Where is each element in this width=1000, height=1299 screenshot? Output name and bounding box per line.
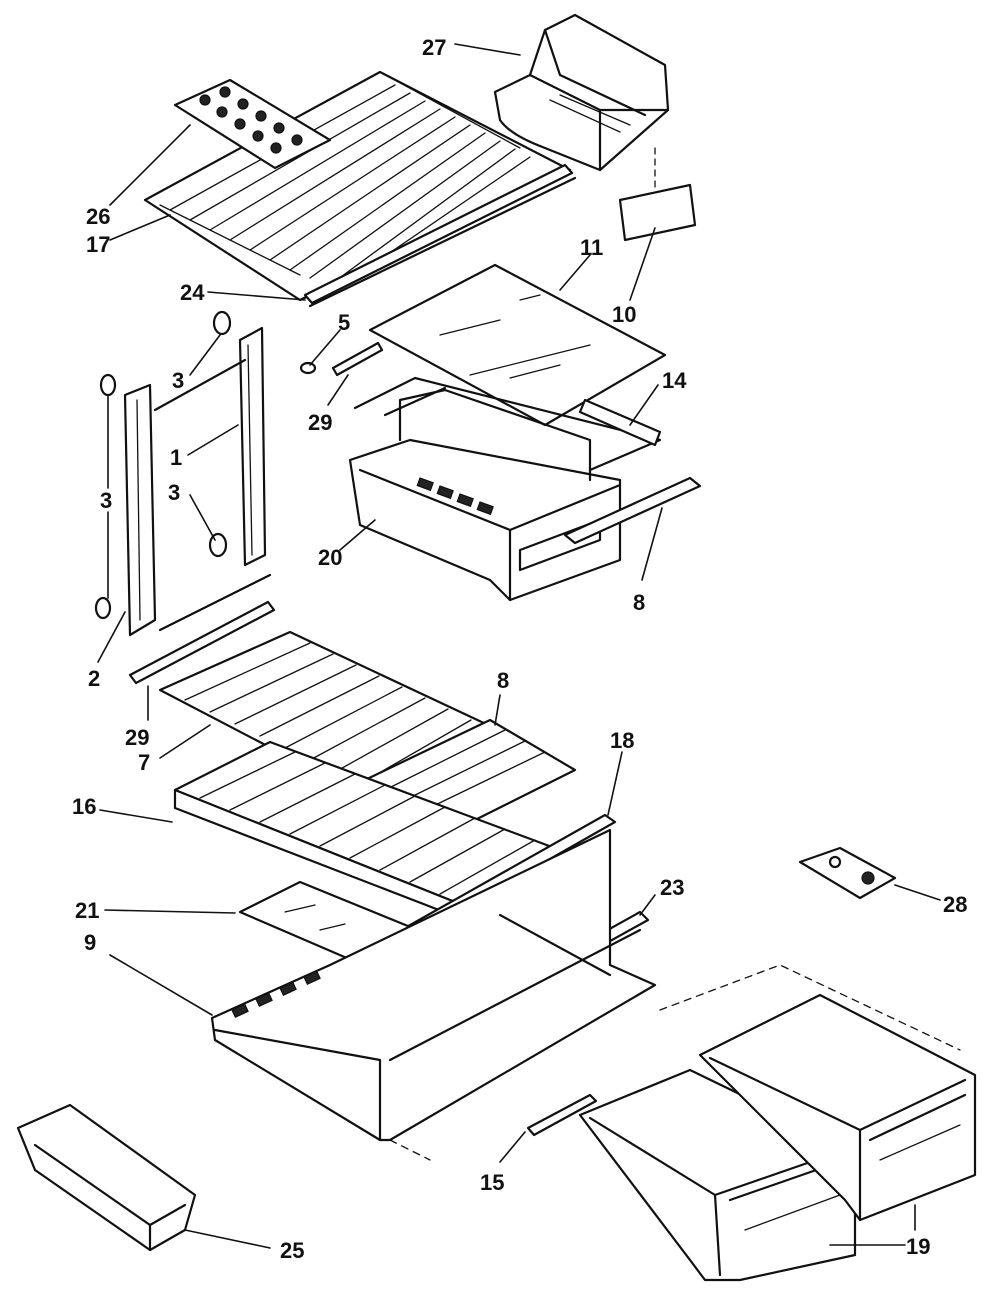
- callout-7: 7: [138, 750, 150, 775]
- shelf-ladder-1: [153, 326, 272, 632]
- callout-29-upper: 29: [308, 410, 332, 435]
- callout-16: 16: [72, 794, 96, 819]
- lower-shelf-16: [173, 740, 562, 924]
- rail-15: [526, 1093, 598, 1137]
- callout-14: 14: [662, 368, 687, 393]
- cabinet-outline: [389, 964, 961, 1161]
- meat-pan-20: [348, 388, 622, 602]
- callout-19: 19: [906, 1234, 930, 1259]
- callout-24: 24: [180, 280, 205, 305]
- callouts: 27 26 17 11 10 24 5 3 3 3 1 29 14 20 8 2…: [72, 35, 967, 1263]
- callout-3-left: 3: [100, 488, 112, 513]
- door-bin-27: [493, 13, 670, 172]
- callout-2: 2: [88, 666, 100, 691]
- callout-9: 9: [84, 930, 96, 955]
- callout-29-lower: 29: [125, 725, 149, 750]
- callout-8-upper: 8: [633, 590, 645, 615]
- callout-11: 11: [580, 235, 603, 260]
- callout-8-middle: 8: [497, 668, 509, 693]
- ladder-caps-3: [94, 310, 232, 620]
- crisper-drawer-19-right: [698, 993, 977, 1222]
- slide-rail-29-upper: [331, 341, 384, 377]
- callout-10: 10: [612, 302, 636, 327]
- callout-25: 25: [280, 1238, 304, 1263]
- callout-20: 20: [318, 545, 342, 570]
- crisper-frame-9: [210, 828, 657, 1142]
- callout-17: 17: [86, 232, 110, 257]
- callout-3-lower: 3: [168, 480, 180, 505]
- shelf-ladder-2: [123, 383, 157, 637]
- callout-15: 15: [480, 1170, 504, 1195]
- leader-lines: [97, 43, 941, 1249]
- callout-26: 26: [86, 204, 110, 229]
- callout-23: 23: [660, 875, 684, 900]
- callout-5: 5: [338, 310, 350, 335]
- glass-shelf-11: [368, 263, 667, 427]
- egg-tray: [173, 78, 332, 170]
- shelf-rail-24: [303, 163, 574, 305]
- control-cover-28: [798, 846, 897, 900]
- slide-rail-8-upper: [563, 476, 702, 545]
- clip-5: [299, 361, 317, 375]
- bracket-10: [618, 147, 697, 242]
- door-bin-25: [16, 1103, 197, 1252]
- callout-3-upper: 3: [172, 368, 184, 393]
- callout-1: 1: [170, 445, 182, 470]
- slide-rail-29-lower: [128, 600, 276, 685]
- cover-frame-14: [353, 376, 662, 472]
- callout-18: 18: [610, 728, 634, 753]
- callout-27: 27: [422, 35, 446, 60]
- callout-28: 28: [943, 892, 967, 917]
- callout-21: 21: [75, 898, 99, 923]
